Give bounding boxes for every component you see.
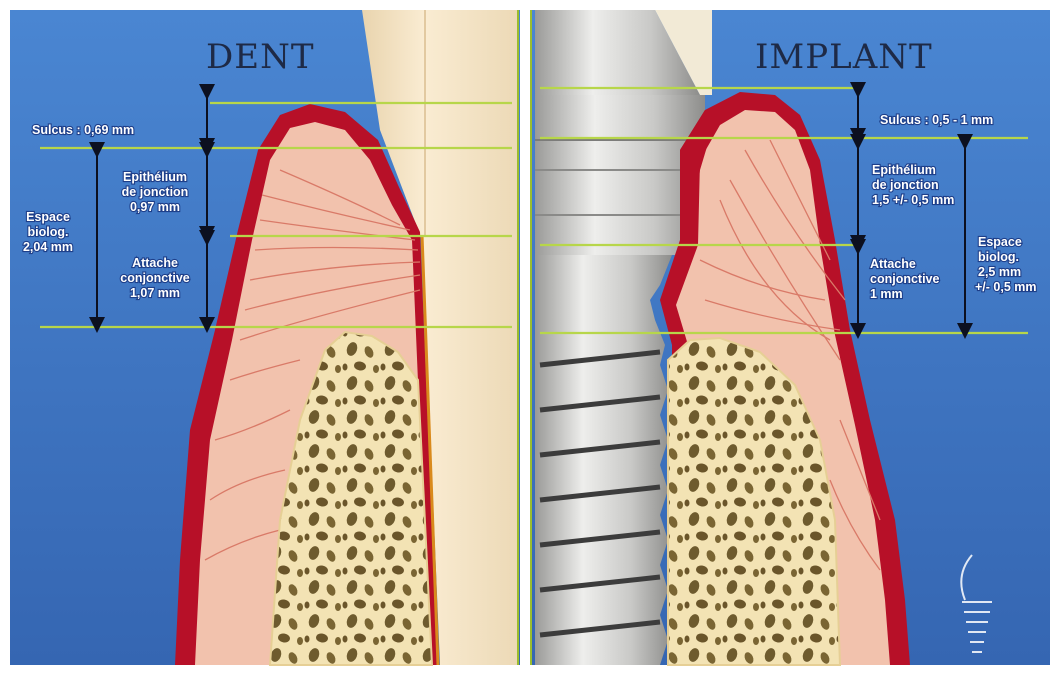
svg-text:Epithélium: Epithélium (123, 170, 187, 184)
implant-threads (535, 255, 672, 665)
implant-title: IMPLANT (755, 37, 933, 77)
svg-text:0,97 mm: 0,97 mm (130, 200, 180, 214)
svg-text:1,5 +/- 0,5 mm: 1,5 +/- 0,5 mm (872, 193, 954, 207)
svg-text:Attache: Attache (132, 256, 178, 270)
implant-sulcus-label: Sulcus : 0,5 - 1 mm (880, 113, 993, 127)
implant-collar (535, 95, 705, 255)
svg-text:de jonction: de jonction (872, 178, 939, 192)
svg-text:Attache: Attache (870, 257, 916, 271)
svg-text:conjonctive: conjonctive (870, 272, 940, 286)
bottom-margin (0, 665, 1056, 679)
svg-text:2,5 mm: 2,5 mm (978, 265, 1021, 279)
tooth-biological-space-label: Espace biolog. 2,04 mm (23, 210, 73, 254)
svg-text:de jonction: de jonction (122, 185, 189, 199)
svg-text:2,04 mm: 2,04 mm (23, 240, 73, 254)
svg-text:Epithélium: Epithélium (872, 163, 936, 177)
svg-text:+/- 0,5 mm: +/- 0,5 mm (975, 280, 1037, 294)
svg-text:1 mm: 1 mm (870, 287, 903, 301)
tooth-epithelium-label: Epithélium de jonction 0,97 mm (122, 170, 189, 214)
svg-text:Espace: Espace (26, 210, 70, 224)
svg-text:biolog.: biolog. (28, 225, 69, 239)
svg-text:conjonctive: conjonctive (120, 271, 190, 285)
svg-text:biolog.: biolog. (978, 250, 1019, 264)
tooth-sulcus-label: Sulcus : 0,69 mm (32, 123, 134, 137)
svg-text:1,07 mm: 1,07 mm (130, 286, 180, 300)
svg-text:Espace: Espace (978, 235, 1022, 249)
panel-gap (520, 10, 530, 665)
tooth-title: DENT (206, 37, 315, 77)
